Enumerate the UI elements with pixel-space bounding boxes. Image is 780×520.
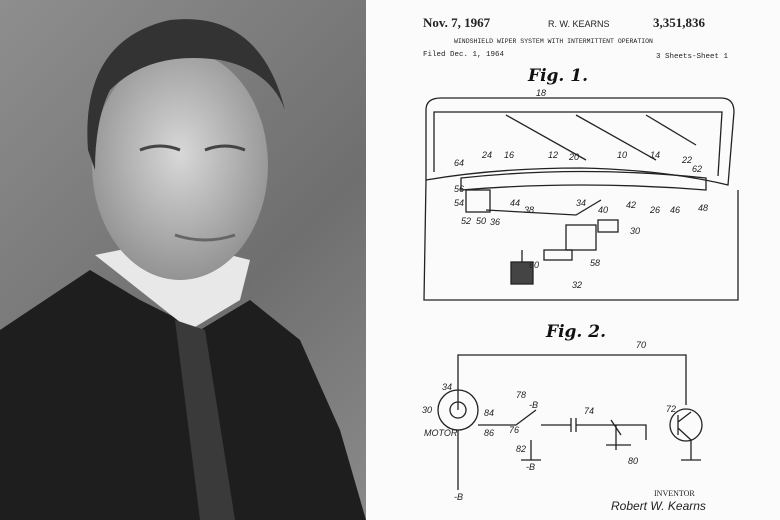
fig1-windshield-drawing	[423, 97, 739, 301]
fig1-reference-label: 56	[454, 184, 465, 194]
fig2-reference-label: 30	[422, 405, 433, 415]
fig2-reference-label: 86	[484, 428, 495, 438]
fig2-reference-label: 34	[442, 382, 453, 392]
fig1-reference-label: 40	[598, 205, 609, 215]
fig1-reference-label: 34	[576, 198, 587, 208]
fig1-reference-label: 14	[650, 150, 661, 160]
fig2-reference-label: -B	[526, 462, 535, 472]
fig2-reference-label: 84	[484, 408, 495, 418]
fig2-reference-label: -B	[529, 400, 538, 410]
portrait-illustration	[0, 19, 366, 520]
fig1-reference-label: 46	[670, 205, 681, 215]
fig1-reference-label: 26	[650, 205, 661, 215]
fig2-reference-label: 76	[509, 425, 520, 435]
patent-date: Nov. 7, 1967	[423, 15, 491, 30]
fig1-reference-label: 44	[510, 198, 521, 208]
patent-sheets: 3 Sheets-Sheet 1	[656, 53, 729, 61]
inventor-signature: Robert W. Kearns	[611, 499, 706, 513]
fig1-title: Fig. 1.	[528, 66, 588, 86]
patent-figures	[423, 97, 739, 490]
fig1-reference-label: 48	[698, 203, 709, 213]
fig1-reference-label: 58	[590, 258, 601, 268]
patent-filed-date: Filed Dec. 1, 1964	[423, 51, 505, 59]
fig2-title: Fig. 2.	[546, 322, 606, 342]
patent-drawing-sheet: Nov. 7, 1967 R. W. KEARNS 3,351,836 WIND…	[366, 0, 780, 520]
patent-title: WINDSHIELD WIPER SYSTEM WITH INTERMITTEN…	[454, 38, 653, 45]
fig1-reference-label: 16	[504, 150, 515, 160]
fig2-reference-label: 70	[636, 340, 647, 350]
fig1-reference-label: 52	[461, 216, 472, 226]
fig1-reference-label: 24	[482, 150, 493, 160]
fig2-reference-label: 82	[516, 444, 527, 454]
fig1-reference-label: 12	[548, 150, 559, 160]
fig1-reference-label: 30	[630, 226, 641, 236]
fig1-reference-label: 36	[490, 217, 501, 227]
fig1-reference-label: 10	[617, 150, 628, 160]
fig1-reference-label: 22	[682, 155, 693, 165]
fig1-reference-label: 60	[529, 260, 540, 270]
fig1-reference-label: 18	[536, 88, 547, 98]
fig2-reference-label: 78	[516, 390, 527, 400]
fig1-reference-label: 42	[626, 200, 637, 210]
fig2-reference-label: MOTOR	[424, 428, 458, 438]
fig1-reference-label: 54	[454, 198, 465, 208]
patent-inventor-header: R. W. KEARNS	[548, 19, 610, 29]
fig1-reference-label: 64	[454, 158, 465, 168]
inventor-caption: INVENTOR	[654, 489, 695, 498]
fig1-reference-label: 20	[569, 152, 580, 162]
fig2-reference-label: 72	[666, 404, 677, 414]
fig1-reference-label: 62	[692, 164, 703, 174]
patent-number: 3,351,836	[653, 15, 705, 30]
portrait-photo	[0, 0, 366, 520]
fig1-reference-label: 50	[476, 216, 487, 226]
fig2-reference-label: 74	[584, 406, 595, 416]
fig2-circuit-drawing	[437, 354, 703, 490]
fig1-reference-label: 38	[524, 205, 535, 215]
fig1-reference-label: 32	[572, 280, 583, 290]
fig2-reference-label: -B	[454, 492, 463, 502]
fig2-reference-label: 80	[628, 456, 639, 466]
